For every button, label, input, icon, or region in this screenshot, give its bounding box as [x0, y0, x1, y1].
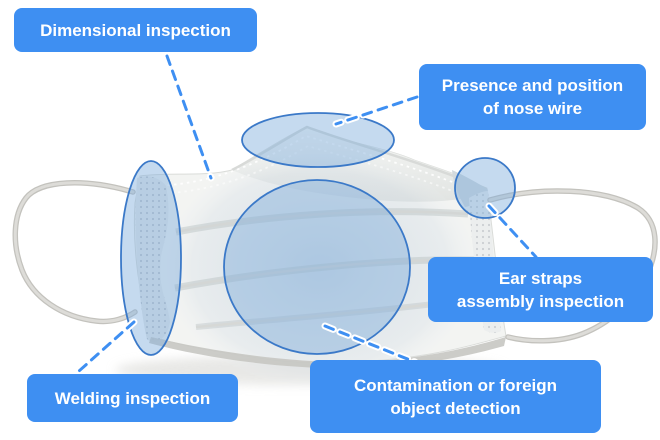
leader-lines: [75, 52, 540, 375]
leader-nose-wire: [334, 95, 419, 126]
leader-welding: [77, 320, 136, 373]
label-dimensional-inspection: Dimensional inspection: [14, 8, 257, 52]
ear-loop-left: [12, 180, 138, 325]
nose-wire-region: [241, 112, 395, 168]
leader-contamination: [323, 324, 417, 364]
leader-dimensional: [165, 54, 213, 180]
ear-strap-region: [454, 157, 516, 219]
weld-band-left: [135, 176, 170, 342]
contamination-region: [223, 179, 411, 355]
highlight-regions: [120, 112, 516, 356]
label-nose-wire-presence: Presence and position of nose wire: [419, 64, 646, 130]
label-contamination-detection: Contamination or foreign object detectio…: [310, 360, 601, 433]
label-ear-straps-assembly: Ear straps assembly inspection: [428, 257, 653, 322]
label-welding-inspection: Welding inspection: [27, 374, 238, 422]
welding-region: [120, 160, 182, 356]
leader-ear-straps: [487, 204, 538, 259]
